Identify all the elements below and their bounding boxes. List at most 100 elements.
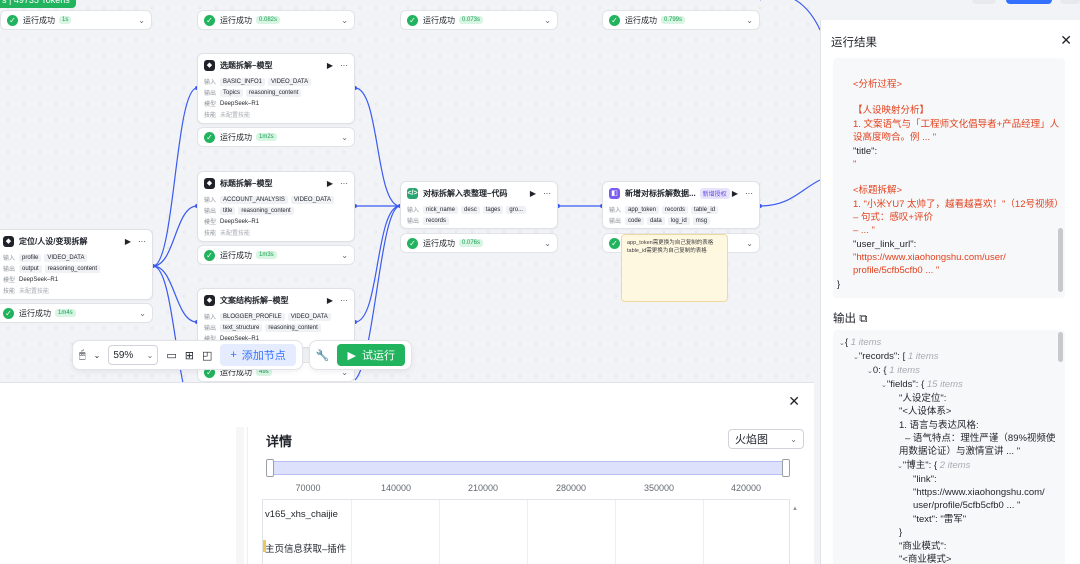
output-json-viewer[interactable]: ⌄{ 1 items ⌄"records": [ 1 items ⌄0: { 1… [833,330,1065,564]
more-icon[interactable]: ··· [340,178,348,188]
toolbar-group-run: 🔧 ▶试运行 [308,340,412,370]
scrollbar[interactable] [1058,332,1063,362]
sticky-note[interactable]: app_token需更换为自己复制的表格 table_id需更换为自己复制的表格 [621,234,728,302]
layout-icon[interactable]: ⊞ [184,349,194,362]
caret-down-icon[interactable]: ⌄ [839,340,845,347]
flame-graph[interactable]: v165_xhs_chaijie 主页信息获取–插件 [262,499,790,564]
time-range-slider[interactable] [266,459,790,477]
success-check-icon: ✓ [204,366,215,378]
more-icon[interactable]: ··· [543,188,551,198]
trace-panel: ✕ 详情 火焰图⌄ 70000 140000 210000 280000 350… [0,382,814,564]
trace-tree[interactable] [0,427,248,564]
scrollbar[interactable]: ▲ [792,499,798,564]
comment-icon[interactable]: ▭ [166,349,177,362]
model-node-icon: ◆ [204,177,215,189]
status-bar-node[interactable]: ✓ 运行成功 0.082s ⌄ [197,10,355,30]
caret-down-icon[interactable]: ⌄ [853,354,859,361]
model-node-icon: ◆ [204,59,215,71]
token-badge: s | 49735 Tokens [0,0,76,8]
status-bar-table[interactable]: ✓ 运行成功 0.076s ⌄ [400,233,558,253]
chevron-down-icon: ⌄ [138,15,145,25]
status-bar-node[interactable]: ✓ 运行成功 0.073s ⌄ [400,10,558,30]
header-primary-button-partial[interactable] [1006,0,1052,4]
chevron-down-icon: ⌄ [341,132,348,142]
reasoning-output[interactable]: <分析过程> 【人设映射分析】 1. 文案语气与「工程师文化倡导者+产品经理」人… [833,58,1065,298]
toolbar-group-view: 🖱 ⌄ 59%⌄ ▭ ⊞ ◰ +添加节点 [72,340,303,370]
axis-tick: 280000 [555,483,587,493]
status-bar-positioning[interactable]: ✓ 运行成功 1m4s ⌄ [0,303,153,323]
time-axis: 70000 140000 210000 280000 350000 420000 [266,483,790,497]
axis-tick: 140000 [380,483,412,493]
run-node-icon[interactable]: ▶ [326,295,333,305]
minimap-icon[interactable]: ◰ [201,349,213,362]
run-node-icon[interactable]: ▶ [124,236,131,246]
success-check-icon: ✓ [407,14,418,26]
range-handle-right[interactable] [782,459,790,477]
chevron-down-icon: ⌄ [146,350,154,360]
code-icon: </> [407,187,418,199]
success-check-icon: ✓ [609,237,620,249]
more-icon[interactable]: ··· [340,60,348,70]
header-button-partial[interactable] [972,0,996,4]
wrench-icon[interactable]: 🔧 [315,349,330,362]
play-icon: ▶ [347,349,356,362]
plus-icon: + [230,349,237,361]
flame-frame[interactable]: 主页信息获取–插件 [265,544,347,555]
success-check-icon: ✓ [204,249,215,261]
more-icon[interactable]: ··· [745,188,753,198]
flame-frame[interactable]: v165_xhs_chaijie [265,509,338,520]
model-name: DeepSeek–R1 [220,335,260,342]
arrow-up-icon[interactable]: ▲ [792,506,798,512]
auth-tag[interactable]: 新增授权 [699,187,730,199]
status-bar-topic[interactable]: ✓ 运行成功 1m2s ⌄ [197,127,355,147]
status-bar-title[interactable]: ✓ 运行成功 1m3s ⌄ [197,245,355,265]
run-node-icon[interactable]: ▶ [529,188,536,198]
close-icon[interactable]: ✕ [788,393,800,409]
copy-icon[interactable]: ⧉ [859,313,868,325]
axis-tick: 70000 [295,483,321,493]
scrollbar[interactable] [236,427,244,564]
run-node-icon[interactable]: ▶ [326,178,333,188]
test-run-button[interactable]: ▶试运行 [337,344,405,366]
model-node-icon: ◆ [204,294,215,306]
view-select[interactable]: 火焰图⌄ [728,429,804,449]
success-check-icon: ✓ [204,131,215,143]
more-icon[interactable]: ··· [138,236,146,246]
caret-down-icon[interactable]: ⌄ [867,368,873,375]
caret-down-icon[interactable]: ⌄ [897,463,903,470]
status-bar-start[interactable]: ✓ 运行成功 1s ⌄ [0,10,152,30]
add-node-button[interactable]: +添加节点 [220,344,296,366]
workflow-canvas[interactable]: s | 49735 Tokens ✓ 运行成功 1s ⌄ ✓ 运行成功 0.08… [0,0,820,564]
run-node-icon[interactable]: ▶ [326,60,333,70]
chevron-down-icon: ⌄ [341,367,348,377]
caret-down-icon[interactable]: ⌄ [881,382,887,389]
status-bar-node[interactable]: ✓ 运行成功 0.799s ⌄ [602,10,760,30]
chevron-down-icon: ⌄ [544,15,551,25]
close-icon[interactable]: ✕ [1060,32,1072,48]
chevron-down-icon: ⌄ [139,308,146,318]
range-handle-left[interactable] [266,459,274,477]
scrollbar[interactable] [1058,228,1063,292]
model-name: DeepSeek–R1 [19,276,59,283]
success-check-icon: ✓ [7,14,18,26]
success-check-icon: ✓ [204,14,215,26]
zoom-select[interactable]: 59%⌄ [108,345,159,365]
chevron-down-icon: ⌄ [790,434,797,444]
model-node-icon: ◆ [3,235,14,247]
success-check-icon: ✓ [609,14,620,26]
detail-section: 详情 火焰图⌄ 70000 140000 210000 280000 35000… [258,419,808,564]
more-icon[interactable]: ··· [340,295,348,305]
axis-tick: 210000 [467,483,499,493]
chevron-down-icon[interactable]: ⌄ [93,350,101,360]
header-button-partial[interactable] [1060,0,1080,4]
run-node-icon[interactable]: ▶ [731,188,738,198]
model-name: DeepSeek–R1 [220,100,260,107]
mouse-mode-icon[interactable]: 🖱 [79,348,86,361]
plugin-icon: ◧ [609,187,620,199]
